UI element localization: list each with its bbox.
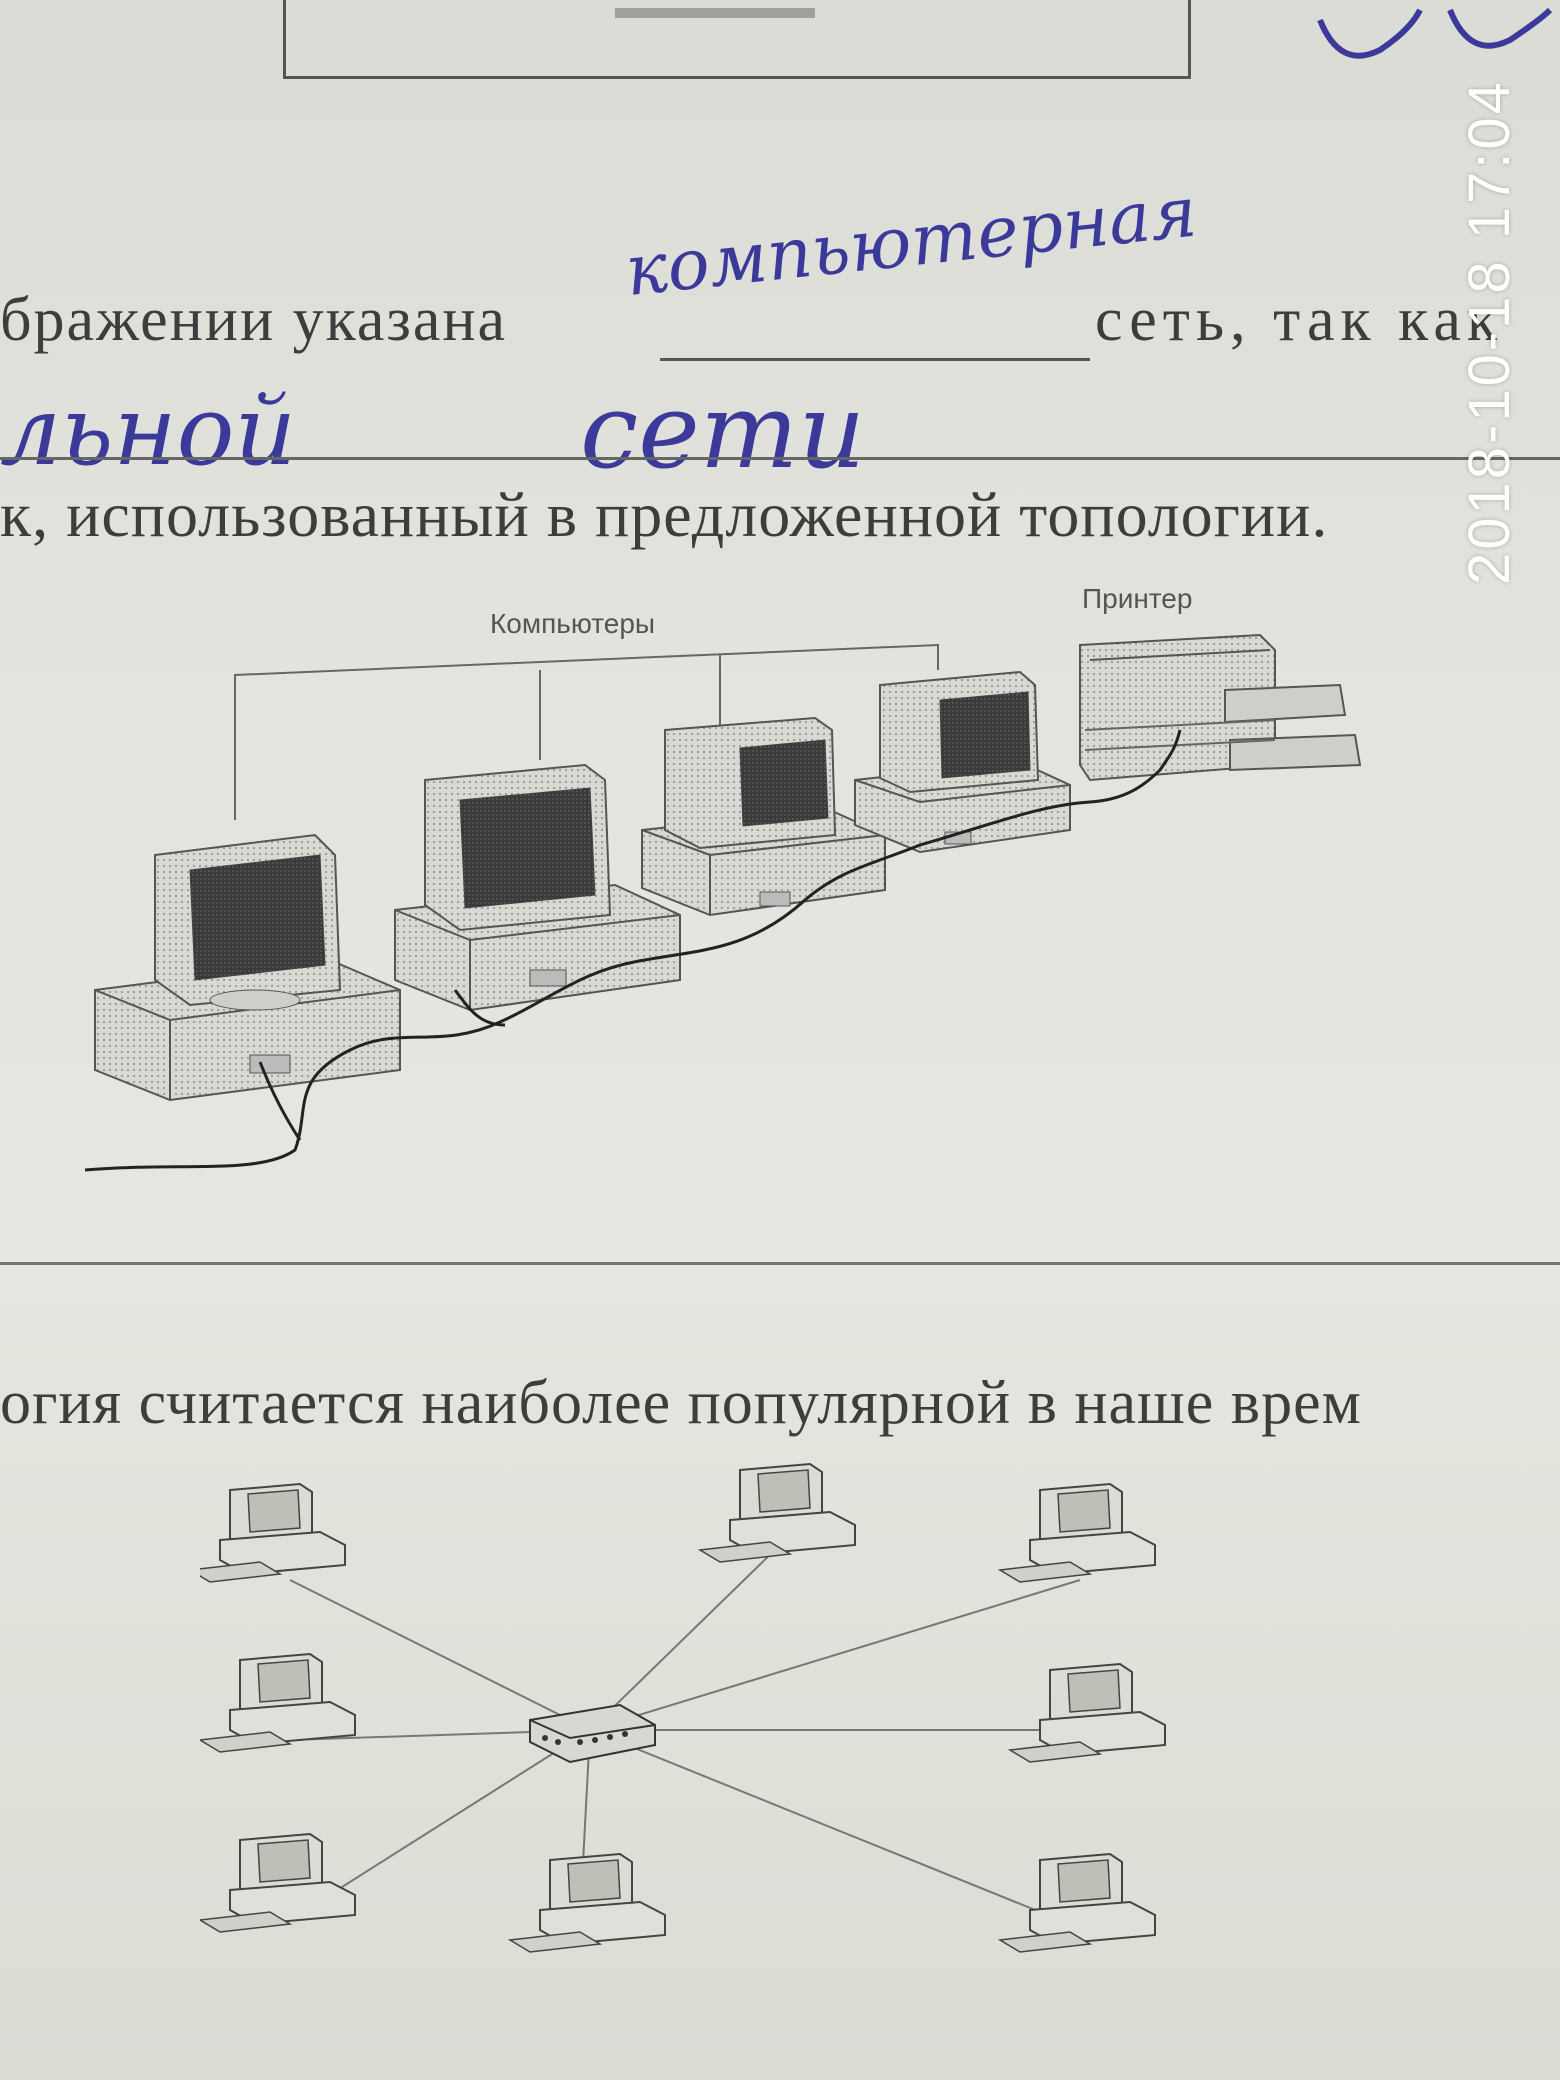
camera-timestamp: 2018-10-18 17:04 bbox=[1457, 79, 1522, 585]
star-computer-mid-right bbox=[1009, 1663, 1166, 1763]
bus-cable bbox=[84, 729, 1182, 1172]
star-hub bbox=[529, 1703, 656, 1764]
bus-computer-2 bbox=[394, 763, 681, 1012]
star-computer-bottom-right bbox=[999, 1853, 1156, 1953]
top-handwriting-fragment bbox=[1317, 7, 1553, 59]
bus-printer-label: Принтер bbox=[1082, 583, 1193, 614]
question2-text: к, использованный в предложенной тополог… bbox=[0, 479, 1329, 550]
line2-underline bbox=[0, 457, 1560, 460]
line1-printed-end: сеть, так как bbox=[1095, 286, 1503, 354]
section-divider bbox=[0, 1262, 1560, 1265]
star-computer-top-left bbox=[200, 1483, 346, 1583]
line2-handwritten-b: сети bbox=[580, 370, 866, 492]
bus-computer-3 bbox=[641, 716, 886, 917]
bus-computer-1 bbox=[94, 833, 401, 1102]
star-computer-bottom-center bbox=[509, 1853, 666, 1953]
line1-printed-start: бражении указана bbox=[0, 286, 508, 354]
top-answer-box bbox=[283, 0, 1191, 79]
star-computer-top-right bbox=[999, 1483, 1156, 1583]
bus-printer bbox=[1079, 633, 1362, 782]
line2-handwritten-a: льной bbox=[0, 375, 297, 487]
bus-topology-diagram bbox=[84, 633, 1362, 1172]
top-box-mark bbox=[615, 8, 815, 18]
bus-computers-label: Компьютеры bbox=[490, 608, 656, 639]
question3-text: огия считается наиболее популярной в наш… bbox=[0, 1369, 1362, 1437]
star-computer-bottom-left bbox=[200, 1833, 356, 1933]
line1-answer-underline bbox=[660, 358, 1090, 361]
star-links bbox=[289, 1544, 1081, 1921]
bus-computer-4 bbox=[854, 670, 1071, 854]
star-computer-mid-left bbox=[200, 1653, 356, 1753]
computers-bracket bbox=[234, 643, 939, 820]
star-computer-top-center bbox=[699, 1463, 856, 1563]
star-topology-diagram bbox=[200, 1463, 1166, 1953]
